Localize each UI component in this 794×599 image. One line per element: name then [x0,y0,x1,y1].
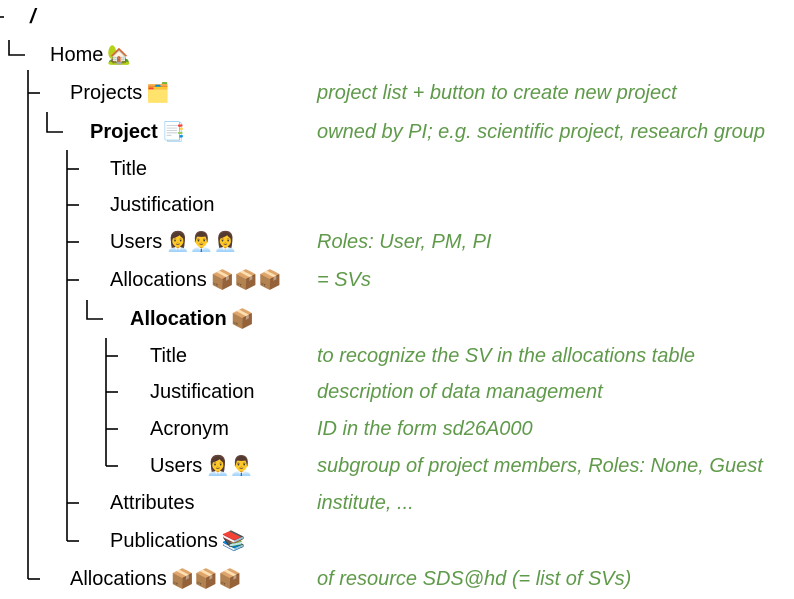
note-projects: project list + button to create new proj… [317,82,677,104]
node-project: Project📑 [90,120,185,144]
node-project-justification: Justification [110,194,215,216]
connector-allocation [86,300,103,320]
note-project: owned by PI; e.g. scientific project, re… [317,121,766,143]
node-sv-users: Users👩‍💼👨‍💼 [150,454,254,478]
folder-icon: 🗂️ [146,82,170,104]
node-allocations-label: Allocations [110,269,207,291]
node-allocation: Allocation📦 [130,307,254,331]
note-sv-users: subgroup of project members, Roles: None… [317,455,763,477]
document-icon: 📑 [161,121,186,143]
node-project-label: Project [90,121,158,143]
house-icon: 🏡 [107,44,132,66]
node-publications: Publications📚 [110,529,246,553]
note-sv-justification: description of data management [317,381,603,403]
node-allocation-label: Allocation [130,308,227,330]
node-sv-title: Title [150,345,188,367]
note-attributes: institute, ... [317,492,414,514]
books-icon: 📚 [221,530,246,552]
note-sv-title: to recognize the SV in the allocations t… [317,345,696,367]
node-sv-acronym: Acronym [150,418,229,440]
package-icon: 📦📦📦 [170,568,242,590]
package-icon: 📦📦📦 [210,269,282,291]
note-resource-allocations: of resource SDS@hd (= list of SVs) [317,568,632,590]
package-icon: 📦 [230,308,255,330]
node-sv-justification: Justification [150,381,255,403]
node-users-label: Users [110,231,163,253]
node-project-title: Title [110,158,148,180]
node-users: Users👩‍💼👨‍💼👩‍💼 [110,230,237,254]
connector-home [8,40,25,56]
note-allocations: = SVs [317,269,371,291]
node-home: Home🏡 [50,43,131,67]
node-projects-label: Projects [70,82,143,104]
node-resource-allocations-label: Allocations [70,568,167,590]
people-icon: 👩‍💼👨‍💼👩‍💼 [166,231,238,253]
node-publications-label: Publications [110,530,218,552]
note-sv-acronym: ID in the form sd26A000 [317,418,533,440]
node-allocations: Allocations📦📦📦 [110,268,282,292]
node-home-label: Home [50,44,104,66]
people-icon: 👩‍💼👨‍💼 [206,455,254,477]
note-users: Roles: User, PM, PI [317,231,492,253]
node-resource-allocations: Allocations📦📦📦 [70,567,242,591]
node-sv-users-label: Users [150,455,203,477]
node-projects: Projects🗂️ [70,81,170,105]
root-label: / [30,6,36,28]
connector-project [46,112,63,133]
node-attributes: Attributes [110,492,195,514]
